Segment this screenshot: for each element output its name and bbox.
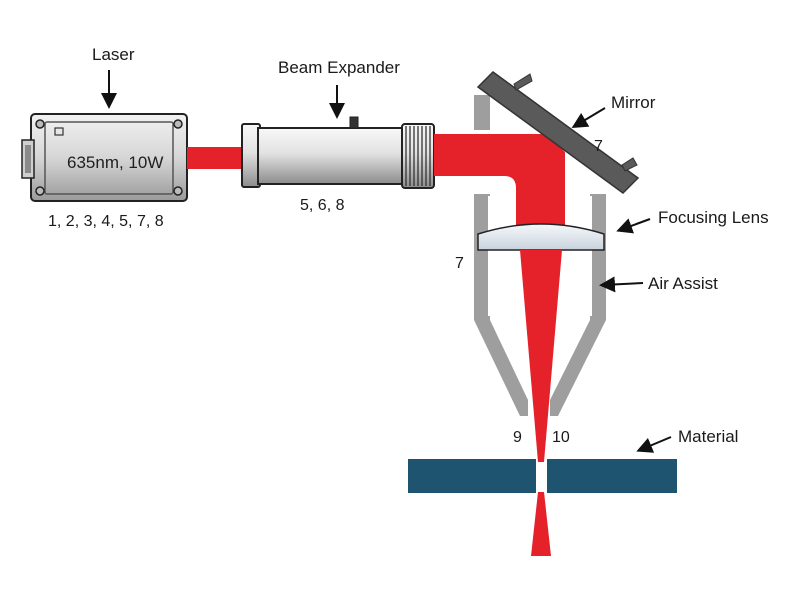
nozzle-ref-label: 7: [455, 255, 464, 272]
mirror-ref-label: 7: [594, 138, 603, 155]
beam-expander: [241, 116, 435, 189]
focusing-lens: [477, 223, 605, 251]
callout-arrows: [101, 70, 672, 453]
screw-icon: [173, 186, 183, 196]
laser-refs-label: 1, 2, 3, 4, 5, 7, 8: [48, 213, 164, 230]
beam-expander-refs-label: 5, 6, 8: [300, 197, 345, 214]
beam-expander-label: Beam Expander: [278, 58, 400, 77]
beam-segment-laser: [187, 147, 249, 169]
focusing-lens-label: Focusing Lens: [658, 208, 769, 227]
laser-spec-label: 635nm, 10W: [67, 153, 163, 172]
beam-focus-converging: [520, 250, 562, 462]
mirror-label: Mirror: [611, 93, 656, 112]
screw-icon: [35, 186, 45, 196]
air-assist-label: Air Assist: [648, 274, 718, 293]
laser-body: 635nm, 10W: [21, 113, 188, 202]
material-right: [547, 459, 677, 493]
mirror: [476, 71, 640, 194]
material-label: Material: [678, 427, 738, 446]
beam-focus-diverging: [531, 492, 551, 556]
screw-icon: [173, 119, 183, 129]
ref-9-label: 9: [513, 429, 522, 446]
laser-label: Laser: [92, 45, 135, 64]
screw-icon: [35, 119, 45, 129]
ref-10-label: 10: [552, 429, 570, 446]
beam-path-main: [434, 134, 565, 234]
material-left: [408, 459, 536, 493]
